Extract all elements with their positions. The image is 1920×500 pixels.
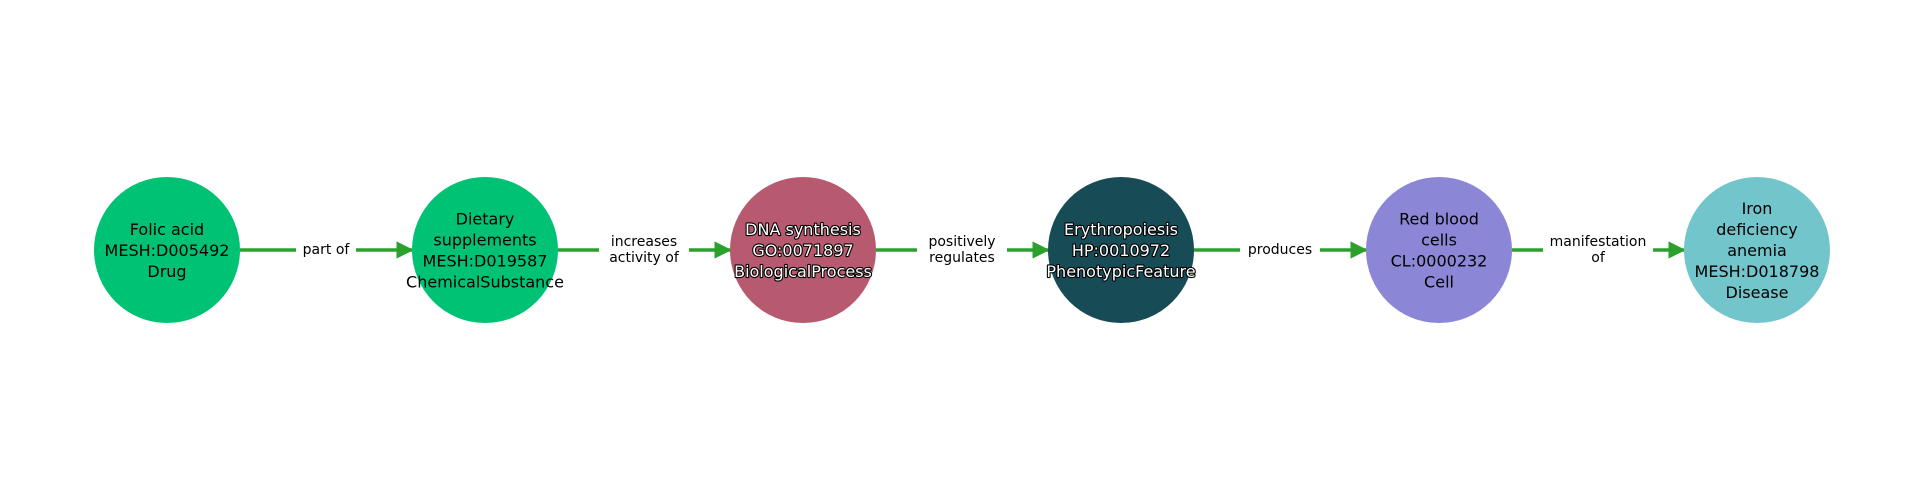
edge-label-line: manifestation [1550,234,1647,250]
edge-label-line: activity of [609,250,680,266]
node-label-line: Folic acid [130,220,204,239]
node-label-line: Red blood [1399,209,1479,228]
edge-label-line: of [1591,250,1606,266]
node-circle[interactable] [1366,177,1512,323]
node-label-line: anemia [1727,241,1787,260]
node-label-line: supplements [433,230,536,249]
node-label-line: Erythropoiesis [1064,220,1178,239]
edge-label-line: increases [611,234,677,250]
node-label-line: MESH:D005492 [105,241,230,260]
node-label-line: Cell [1424,272,1454,291]
node-label-line: DNA synthesis [745,220,861,239]
edge-label: produces [1248,242,1312,258]
node-label-line: Drug [147,262,186,281]
node-label-line: Disease [1726,283,1789,302]
edge-label-line: regulates [929,250,995,266]
node-label-line: ChemicalSubstance [406,272,564,291]
node-label-line: MESH:D019587 [423,251,548,270]
node-circle[interactable] [412,177,558,323]
edge-label-line: positively [928,234,995,250]
node-label-line: CL:0000232 [1391,251,1488,270]
node-circle[interactable] [1684,177,1830,323]
node-label-line: BiologicalProcess [734,262,872,281]
edge-label-line: produces [1248,242,1312,258]
node-label-line: GO:0071897 [752,241,853,260]
node-label-line: Iron [1742,199,1773,218]
node-circle[interactable] [730,177,876,323]
node-label-line: MESH:D018798 [1695,262,1820,281]
node-label-line: deficiency [1716,220,1798,239]
node-label-line: PhenotypicFeature [1046,262,1195,281]
node-label-line: HP:0010972 [1072,241,1170,260]
node-label-line: cells [1421,230,1457,249]
node-circle[interactable] [94,177,240,323]
edge-label: part of [303,242,351,258]
node-label-line: Dietary [456,209,515,228]
node-circle[interactable] [1048,177,1194,323]
edge-label-line: part of [303,242,351,258]
